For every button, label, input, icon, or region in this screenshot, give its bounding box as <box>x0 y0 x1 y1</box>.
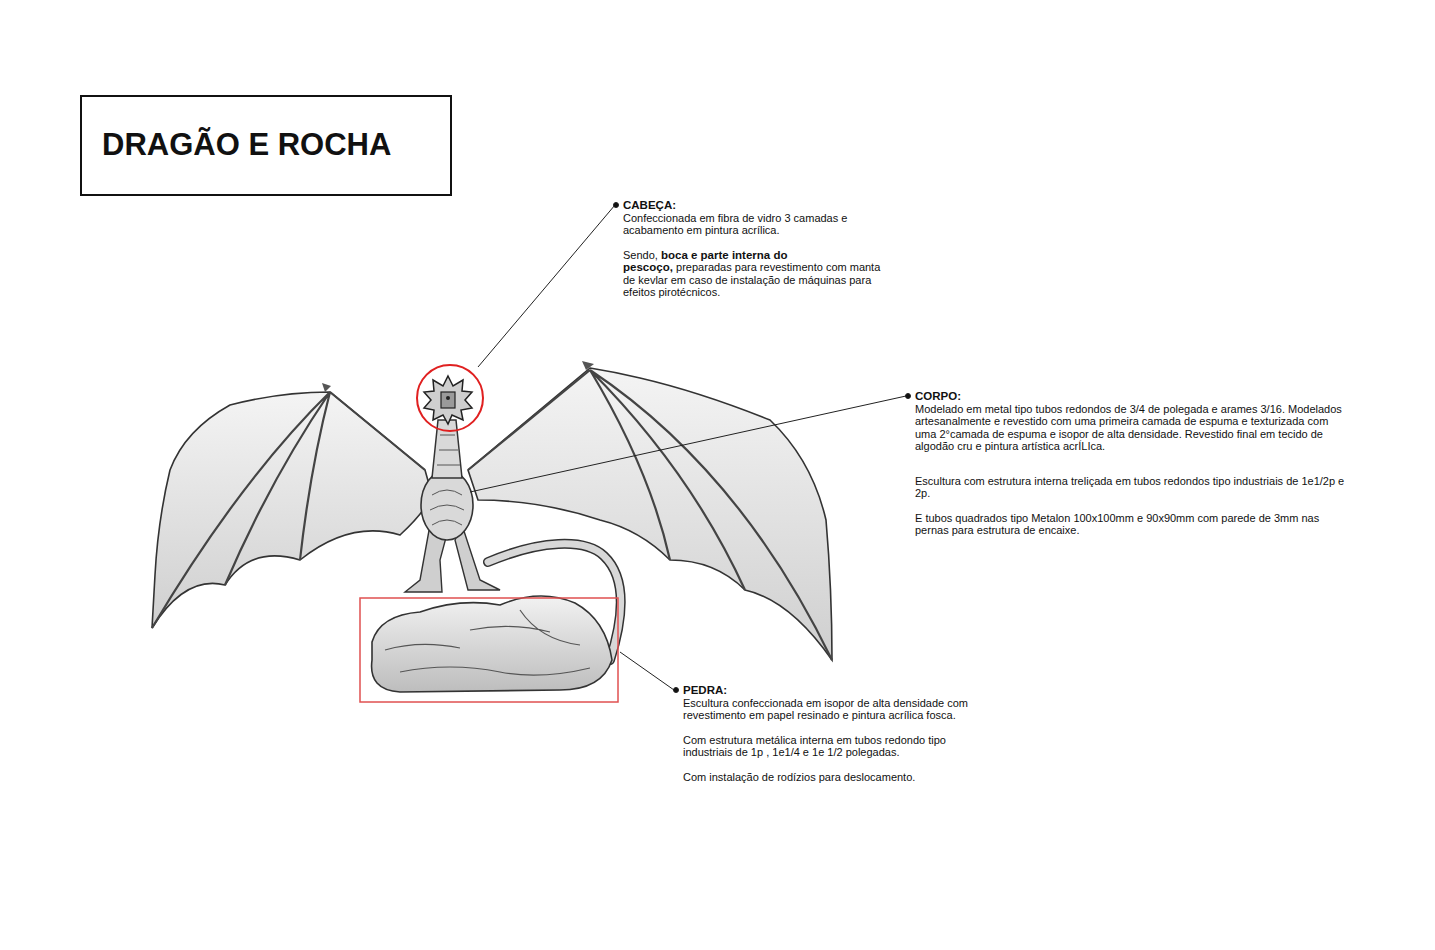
callout-paragraph: Confeccionada em fibra de vidro 3 camada… <box>623 212 885 237</box>
callout-heading: CABEÇA: <box>623 199 676 211</box>
rock <box>372 596 612 692</box>
callout-paragraph: Escultura confeccionada em isopor de alt… <box>683 697 988 722</box>
callout-note: PEDRA:Escultura confeccionada em isopor … <box>683 684 988 783</box>
title-box: DRAGÃO E ROCHA <box>80 95 452 196</box>
rock-marker <box>360 598 618 702</box>
callout-paragraph: CORPO: <box>915 390 1347 403</box>
head-marker <box>417 365 483 431</box>
callout-text: Confeccionada em fibra de vidro 3 camada… <box>623 212 847 237</box>
dragon-body <box>405 420 500 592</box>
callout-text: Com instalação de rodízios para deslocam… <box>683 771 915 783</box>
callout-note: CORPO:Modelado em metal tipo tubos redon… <box>915 390 1347 537</box>
dragon-head <box>424 376 472 424</box>
callout-paragraph: PEDRA: <box>683 684 988 697</box>
callout-paragraph: Com estrutura metálica interna em tubos … <box>683 734 988 759</box>
callout-paragraph: E tubos quadrados tipo Metalon 100x100mm… <box>915 512 1347 537</box>
callout-note: CABEÇA:Confeccionada em fibra de vidro 3… <box>623 199 885 299</box>
leader-lines <box>470 203 911 693</box>
callout-text: Sendo, <box>623 249 658 261</box>
callout-text: Escultura confeccionada em isopor de alt… <box>683 697 968 722</box>
callout-paragraph: Modelado em metal tipo tubos redondos de… <box>915 403 1347 453</box>
callout-heading: CORPO: <box>915 390 961 402</box>
callout-paragraph: Com instalação de rodízios para deslocam… <box>683 771 988 784</box>
callout-paragraph: Escultura com estrutura interna treliçad… <box>915 475 1347 500</box>
callout-text: Escultura com estrutura interna treliçad… <box>915 475 1344 500</box>
callout-paragraph: CABEÇA: <box>623 199 885 212</box>
callout-paragraph: Sendo,boca e parte interna do pescoço,pr… <box>623 249 885 299</box>
title: DRAGÃO E ROCHA <box>102 127 450 163</box>
callout-text: Com estrutura metálica interna em tubos … <box>683 734 946 759</box>
callout-text: Modelado em metal tipo tubos redondos de… <box>915 403 1342 453</box>
callout-text: E tubos quadrados tipo Metalon 100x100mm… <box>915 512 1319 537</box>
left-wing <box>152 383 432 628</box>
callout-heading: PEDRA: <box>683 684 727 696</box>
